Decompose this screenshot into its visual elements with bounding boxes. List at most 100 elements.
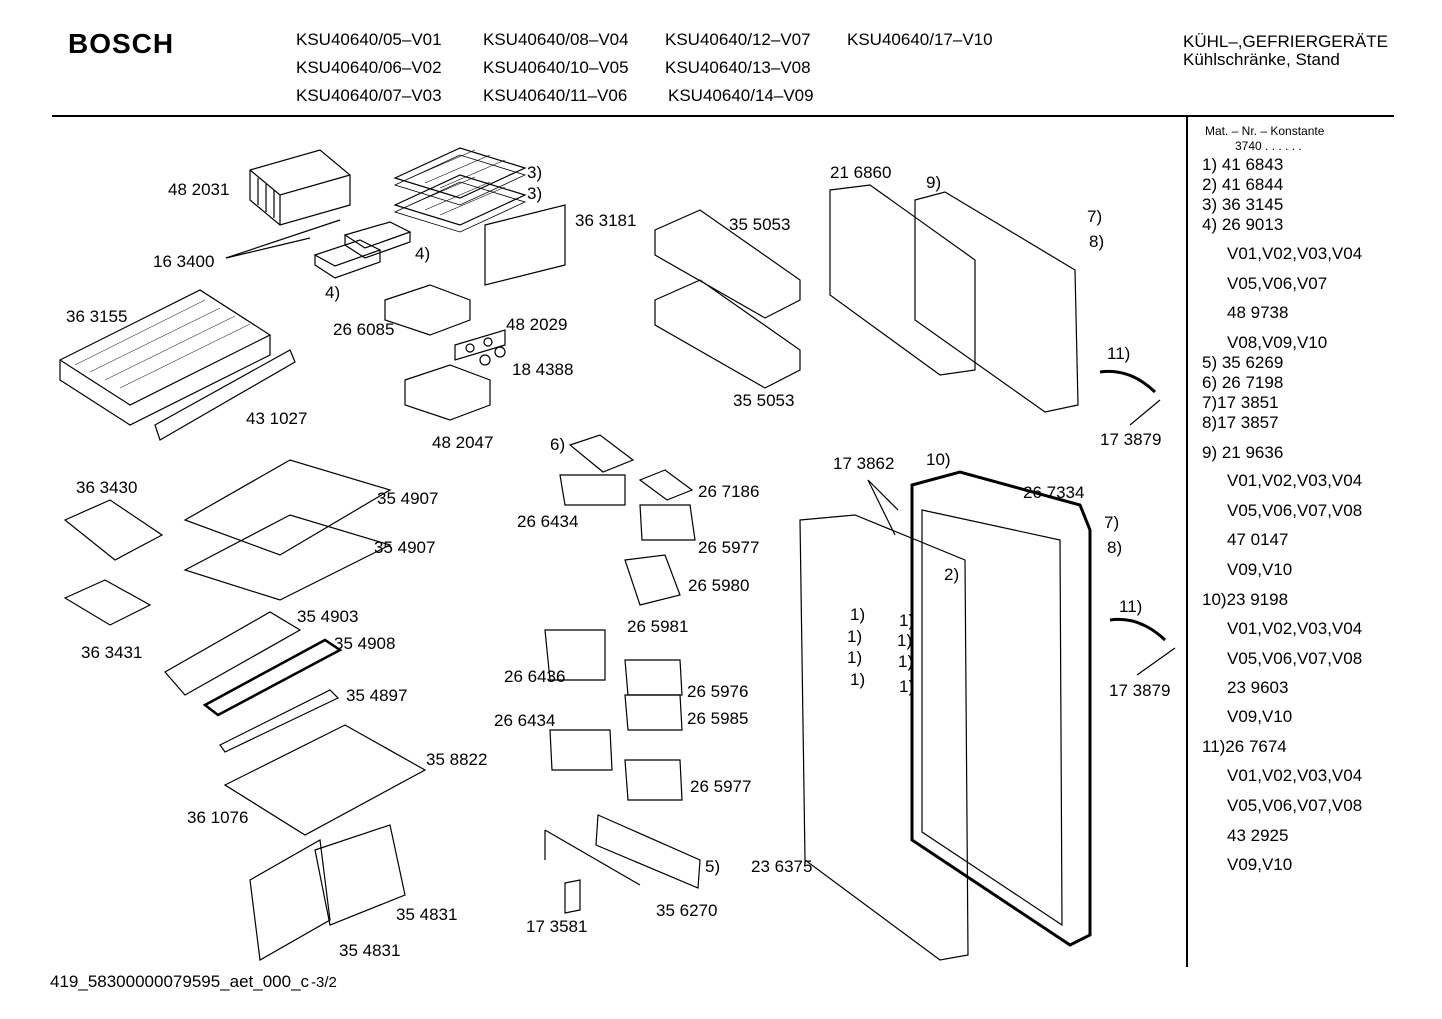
- part-number-callout: 5): [705, 857, 721, 876]
- crisper-drawer-drawing: [314, 824, 406, 926]
- sidebar-entry: 4) 26 9013: [1202, 215, 1284, 234]
- part-number-callout: 17 3879: [1100, 430, 1162, 449]
- model-number: KSU40640/12–V07: [665, 30, 811, 49]
- brand-logo: BOSCH: [68, 28, 175, 59]
- sidebar-entry: V05,V06,V07,V08: [1227, 501, 1363, 520]
- cover-plate-drawing: [484, 204, 566, 286]
- part-number-callout: 7): [1104, 513, 1120, 532]
- crisper-glass-drawing: [202, 638, 343, 717]
- crisper-strip-drawing: [219, 689, 340, 753]
- handle-drawing: [1109, 617, 1167, 642]
- sidebar-entry: 10)23 9198: [1202, 590, 1289, 609]
- sidebar-entry: V08,V09,V10: [1227, 333, 1328, 352]
- sidebar-entry: 48 9738: [1227, 303, 1289, 322]
- part-number-callout: 35 4831: [339, 941, 401, 960]
- part-number-callout: 1): [850, 605, 866, 624]
- ice-bin-drawing: [384, 284, 471, 336]
- crisper-drawer-drawing: [249, 839, 331, 961]
- part-number-callout: 26 5985: [687, 709, 749, 728]
- door-shelf-bottom-drawing: [654, 279, 801, 389]
- part-number-callout: 1): [899, 677, 915, 696]
- part-number-callout: 26 5977: [690, 777, 752, 796]
- part-number-callout: 4): [415, 244, 431, 263]
- fridge-gasket-drawing: [799, 514, 969, 961]
- door-bin-drawing: [549, 729, 613, 771]
- part-number-callout: 7): [1087, 207, 1103, 226]
- sidebar-entry: 2) 41 6844: [1202, 175, 1284, 194]
- drawer-front-strip-drawing: [154, 349, 296, 441]
- part-number-callout: 3): [527, 184, 543, 203]
- part-number-callout: 1): [898, 652, 914, 671]
- part-number-callout: 1): [850, 670, 866, 689]
- sidebar-entry: V09,V10: [1227, 855, 1293, 874]
- part-number-callout: 48 2047: [432, 433, 494, 452]
- freezer-drawer-drawing: [58, 289, 272, 426]
- sidebar-entry: 1) 41 6843: [1202, 155, 1284, 174]
- part-number-callout: 6): [550, 435, 566, 454]
- part-number-callout: 11): [1107, 344, 1131, 363]
- freezer-door-drawing: [914, 191, 1079, 413]
- sidebar-entry: 6) 26 7198: [1202, 373, 1284, 392]
- sidebar-entry: V01,V02,V03,V04: [1227, 244, 1363, 263]
- handle-drawing: [1099, 369, 1157, 394]
- sidebar-entry: 9) 21 9636: [1202, 443, 1284, 462]
- door-bin-drawing: [624, 694, 683, 731]
- part-number-callout: 1): [847, 627, 863, 646]
- part-number-callout: 35 4897: [346, 686, 408, 705]
- model-number: KSU40640/10–V05: [483, 58, 629, 77]
- sidebar-header: Mat. – Nr. – Konstante: [1205, 124, 1325, 138]
- sidebar-entry: V01,V02,V03,V04: [1227, 766, 1363, 785]
- part-number-callout: 43 1027: [246, 409, 308, 428]
- part-number-callout: 35 4907: [377, 489, 439, 508]
- part-number-callout: 1): [899, 611, 915, 630]
- grid-shelf-drawing: [393, 147, 527, 233]
- sidebar-entry: V09,V10: [1227, 560, 1293, 579]
- sidebar-entry: 23 9603: [1227, 678, 1289, 697]
- sidebar-constant: 3740 . . . . . .: [1235, 139, 1302, 153]
- part-number-callout: 26 5976: [687, 682, 749, 701]
- part-number-callout: 35 6270: [656, 901, 718, 920]
- part-number-callout: 26 5981: [627, 617, 689, 636]
- sidebar-entry: V01,V02,V03,V04: [1227, 619, 1363, 638]
- fridge-door-drawing: [910, 470, 1092, 947]
- glass-shelf-drawing: [183, 514, 392, 601]
- part-number-callout: 26 6085: [333, 320, 395, 339]
- model-number: KSU40640/06–V02: [296, 58, 442, 77]
- part-number-callout: 26 6436: [504, 667, 566, 686]
- crisper-cover-frame-drawing: [164, 611, 302, 696]
- part-number-callout: 35 4831: [396, 905, 458, 924]
- part-number-callout: 1): [897, 631, 913, 650]
- part-number-callout: 16 3400: [153, 252, 215, 271]
- part-number-callout: 26 7334: [1023, 483, 1085, 502]
- part-number-callout: 36 3181: [575, 211, 637, 230]
- sidebar-entry: 3) 36 3145: [1202, 195, 1284, 214]
- part-number-callout: 35 8822: [426, 750, 488, 769]
- page-number: -3/2: [311, 974, 337, 991]
- door-bin-drawing: [544, 629, 606, 681]
- part-number-callout: 8): [1107, 538, 1123, 557]
- part-number-callout: 36 3431: [81, 643, 143, 662]
- model-number: KSU40640/05–V01: [296, 30, 442, 49]
- ice-tray-drawing: [313, 221, 412, 279]
- part-number-callout: 26 5977: [698, 538, 760, 557]
- glass-shelf-drawing: [183, 459, 392, 556]
- part-number-callout: 36 3155: [66, 307, 128, 326]
- crisper-cover-drawing: [223, 724, 427, 836]
- model-number: KSU40640/08–V04: [483, 30, 629, 49]
- part-number-callout: 23 6375: [751, 857, 813, 876]
- part-number-callout: 35 5053: [729, 215, 791, 234]
- sidebar-divider: [1186, 117, 1188, 967]
- part-number-callout: 10): [926, 450, 951, 469]
- part-number-callout: 17 3879: [1109, 681, 1171, 700]
- egg-tray-drawing: [568, 434, 635, 473]
- header-divider: [52, 115, 1394, 117]
- bottle-shelf-drawing: [595, 814, 701, 889]
- sidebar-entry: V05,V06,V07,V08: [1227, 796, 1363, 815]
- small-tray-drawing: [63, 579, 152, 626]
- control-panel-drawing: [454, 329, 506, 361]
- door-bin-drawing: [624, 759, 683, 801]
- egg-tray-drawing: [638, 469, 694, 501]
- bracket-drawing: [544, 829, 641, 886]
- part-number-callout: 17 3862: [833, 454, 895, 473]
